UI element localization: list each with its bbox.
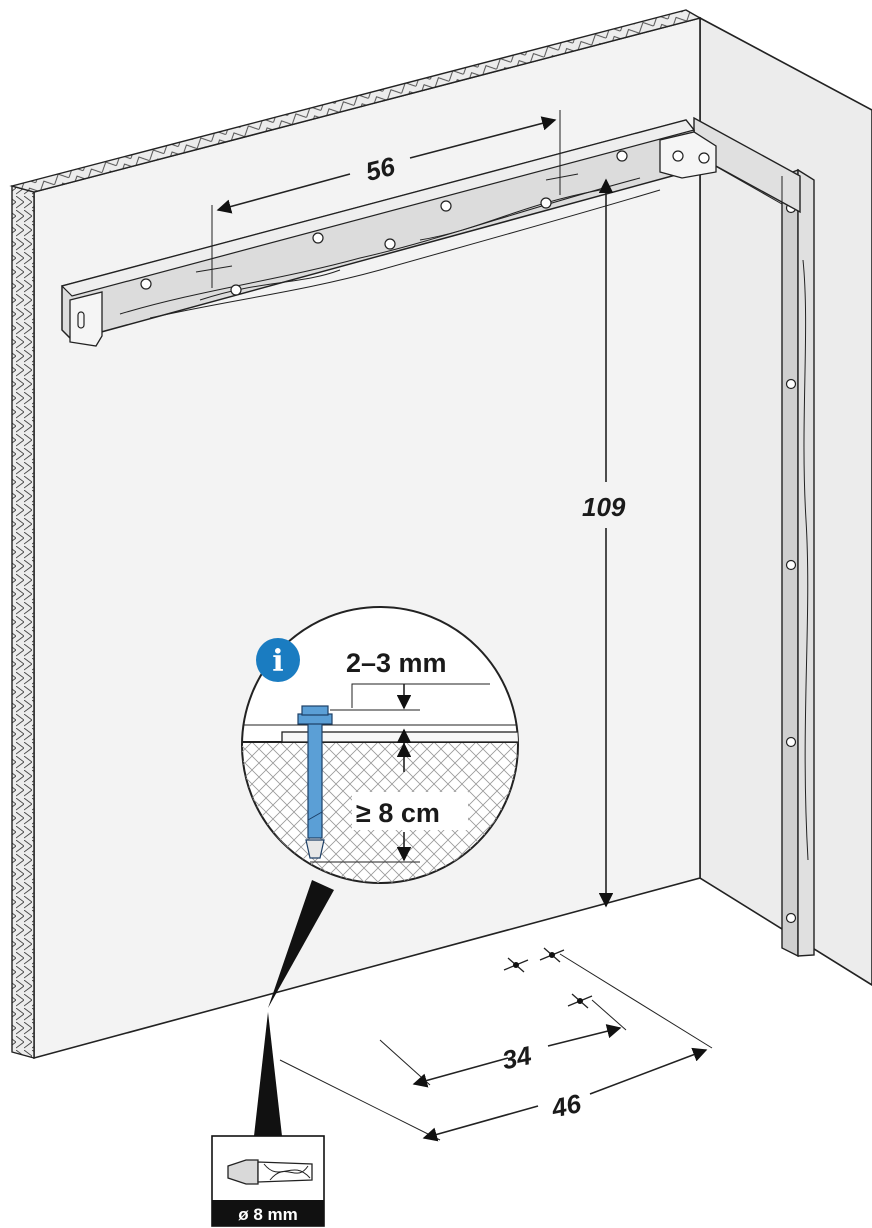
- screw-icon: [140, 278, 152, 290]
- screw-icon: [616, 150, 628, 162]
- screw-icon: [785, 559, 797, 571]
- screw-icon: [785, 912, 797, 924]
- dimension-label: 34: [499, 1040, 534, 1075]
- drill-bit-badge: ø 8 mm: [211, 1135, 325, 1227]
- info-icon: i: [256, 638, 300, 682]
- screw-icon: [230, 284, 242, 296]
- dimension-label: 109: [582, 492, 626, 522]
- wall-edge-ribs: [11, 185, 35, 1059]
- dimension-109: 109: [582, 178, 626, 908]
- screw-icon: [312, 232, 324, 244]
- screw-icon: [440, 200, 452, 212]
- drill-bit-icon: [227, 1159, 313, 1185]
- drill-diameter-label: ø 8 mm: [238, 1205, 298, 1224]
- right-bracket: [659, 131, 717, 179]
- screw-icon: [785, 378, 797, 390]
- wall-top-ribs: [9, 9, 702, 193]
- screw-icon: [384, 238, 396, 250]
- screw-icon: [540, 197, 552, 209]
- drill-depth-label: ≥ 8 cm: [356, 798, 440, 828]
- vertical-post: [781, 168, 815, 958]
- wall-rail: [60, 119, 717, 347]
- callout-pointer: [254, 880, 334, 1136]
- left-bracket: [69, 291, 103, 347]
- anchor-projection-label: 2–3 mm: [346, 648, 447, 678]
- dimension-label: 46: [548, 1088, 584, 1124]
- screw-icon: [785, 736, 797, 748]
- anchor-bolt: [307, 717, 323, 839]
- info-glyph: i: [272, 644, 283, 679]
